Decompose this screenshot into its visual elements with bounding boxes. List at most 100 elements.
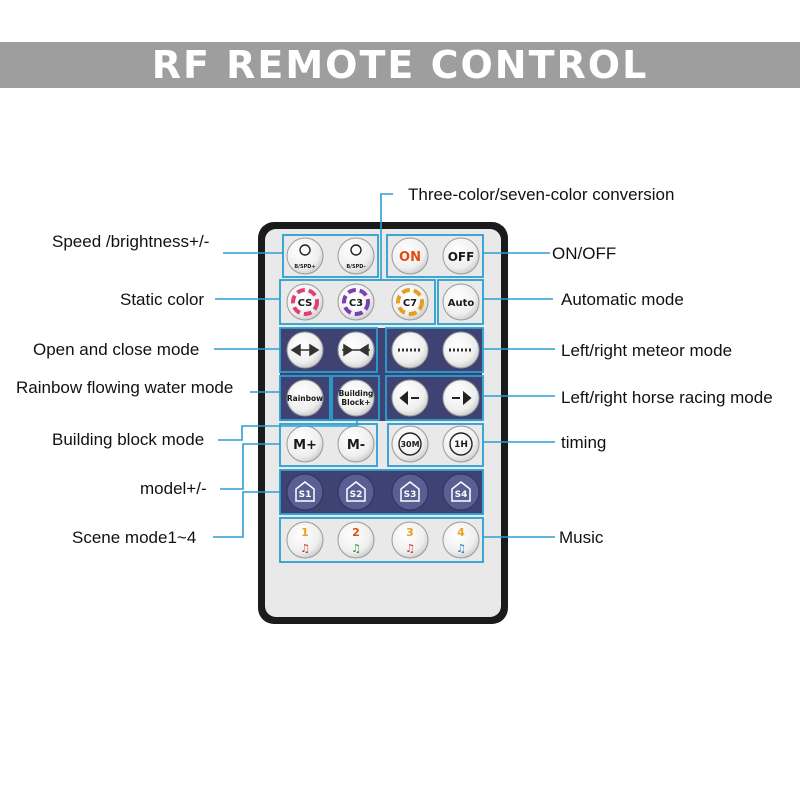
scene-2-button[interactable]: S2: [337, 473, 375, 511]
music-1-button[interactable]: 1 ♫: [286, 521, 324, 559]
leader-three-seven: [380, 193, 393, 280]
on-label: ON: [399, 250, 421, 265]
music-3-label: 3: [406, 526, 414, 539]
timer-1h-button[interactable]: 1H: [442, 425, 480, 463]
label-music: Music: [559, 528, 604, 547]
house-icon: [346, 481, 366, 502]
frame-model: [279, 423, 378, 467]
horse-left-button[interactable]: [391, 379, 429, 417]
music-note-icon: ♫: [456, 542, 466, 555]
music-4-label: 4: [457, 526, 465, 539]
off-label: OFF: [448, 250, 475, 264]
music-note-icon: ♫: [405, 542, 415, 555]
house-icon: [400, 481, 420, 502]
scene-3-label: S3: [404, 490, 417, 500]
color-ring-icon: [396, 288, 424, 316]
leader-scene: [213, 491, 280, 538]
frame-meteor: [385, 327, 484, 373]
model-plus-label: M+: [293, 438, 317, 453]
leader-model: [220, 443, 280, 490]
speed-plus-label: B/SPD+: [294, 264, 315, 270]
music-2-button[interactable]: 2 ♫: [337, 521, 375, 559]
c7-button[interactable]: C7: [391, 283, 429, 321]
building-label-1: Building: [339, 389, 374, 398]
color-ring-icon: [291, 288, 319, 316]
scene-2-label: S2: [350, 490, 363, 500]
frame-timing: [387, 423, 484, 467]
label-three-seven: Three-color/seven-color conversion: [408, 185, 674, 204]
model-minus-button[interactable]: M-: [337, 425, 375, 463]
arrows-in-icon: [342, 343, 370, 357]
music-note-icon: ♫: [300, 542, 310, 555]
frame-horse: [385, 375, 484, 421]
clock-icon: [449, 432, 473, 456]
remote-face: [265, 229, 501, 617]
sun-icon: [350, 244, 362, 256]
label-meteor: Left/right meteor mode: [561, 341, 732, 360]
meteor-left-button[interactable]: [391, 331, 429, 369]
close-mode-button[interactable]: [337, 331, 375, 369]
scene-4-button[interactable]: S4: [442, 473, 480, 511]
timer-1h-label: 1H: [454, 440, 468, 450]
title-banner: RF REMOTE CONTROL: [0, 42, 800, 88]
label-auto-mode: Automatic mode: [561, 290, 684, 309]
frame-building: [331, 375, 380, 421]
building-label-2: Block+: [341, 398, 370, 407]
auto-button[interactable]: Auto: [442, 283, 480, 321]
label-model: model+/-: [140, 479, 207, 498]
label-building-mode: Building block mode: [52, 430, 204, 449]
clock-icon: [398, 432, 422, 456]
open-mode-button[interactable]: [286, 331, 324, 369]
label-horse: Left/right horse racing mode: [561, 388, 773, 407]
horse-left-icon: [399, 390, 419, 406]
frame-music: [279, 517, 484, 563]
frame-static: [279, 279, 436, 325]
timer-30m-label: 30M: [400, 440, 419, 449]
horse-right-button[interactable]: [442, 379, 480, 417]
house-icon: [451, 481, 471, 502]
off-button[interactable]: OFF: [442, 237, 480, 275]
music-2-label: 2: [352, 526, 360, 539]
arrows-out-icon: [290, 343, 320, 357]
c3-button[interactable]: C3: [337, 283, 375, 321]
music-1-label: 1: [301, 526, 309, 539]
color-ring-icon: [342, 288, 370, 316]
scene-1-label: S1: [299, 490, 312, 500]
label-open-close: Open and close mode: [33, 340, 199, 359]
auto-label: Auto: [448, 298, 475, 309]
cs-button[interactable]: CS: [286, 283, 324, 321]
frame-auto: [437, 279, 484, 325]
scene-3-button[interactable]: S3: [391, 473, 429, 511]
music-note-icon: ♫: [351, 542, 361, 555]
model-plus-button[interactable]: M+: [286, 425, 324, 463]
page-title: RF REMOTE CONTROL: [151, 43, 649, 87]
meteor-right-button[interactable]: [442, 331, 480, 369]
music-3-button[interactable]: 3 ♫: [391, 521, 429, 559]
house-icon: [295, 481, 315, 502]
leader-building: [218, 420, 358, 441]
scene-1-button[interactable]: S1: [286, 473, 324, 511]
timer-30m-button[interactable]: 30M: [391, 425, 429, 463]
rainbow-button[interactable]: Rainbow: [286, 379, 324, 417]
frame-open-close: [279, 327, 378, 373]
c7-label: C7: [403, 298, 417, 309]
speed-minus-button[interactable]: B/SPD-: [337, 237, 375, 275]
label-speed: Speed /brightness+/-: [52, 232, 209, 251]
frame-speed: [282, 234, 379, 278]
label-static: Static color: [120, 290, 204, 309]
music-4-button[interactable]: 4 ♫: [442, 521, 480, 559]
label-timing: timing: [561, 433, 606, 452]
speed-minus-label: B/SPD-: [346, 264, 365, 270]
rainbow-label: Rainbow: [287, 394, 323, 403]
sun-icon: [299, 244, 311, 256]
on-button[interactable]: ON: [391, 237, 429, 275]
horse-right-icon: [452, 390, 472, 406]
frame-onoff: [386, 234, 484, 278]
cs-label: CS: [298, 298, 313, 309]
building-block-button[interactable]: Building Block+: [337, 379, 375, 417]
scene-4-label: S4: [455, 490, 468, 500]
frame-rainbow: [279, 375, 331, 421]
speed-plus-button[interactable]: B/SPD+: [286, 237, 324, 275]
label-scene: Scene mode1~4: [72, 528, 196, 547]
